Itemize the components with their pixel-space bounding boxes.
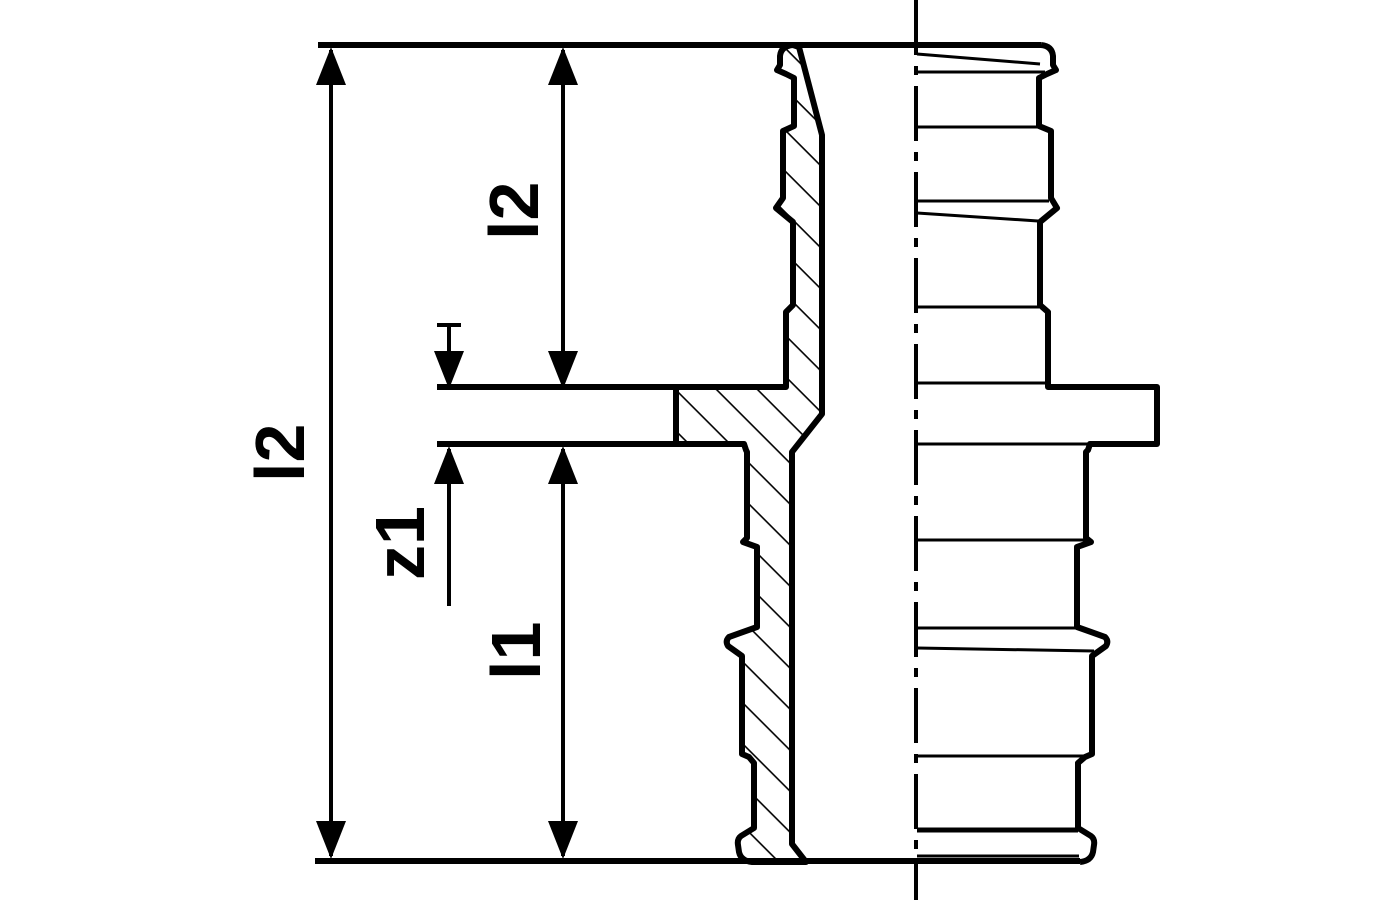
dimension-label-l2-upper: l2: [475, 182, 553, 240]
arrowhead-up: [316, 47, 346, 85]
section-wall-hatched: [673, 42, 825, 865]
arrowhead-up: [548, 446, 578, 484]
exterior-profile: [1036, 42, 1160, 865]
arrowhead-down: [548, 351, 578, 389]
arrowhead-up: [548, 47, 578, 85]
left-half-section: [673, 42, 825, 865]
dimension-label-z1: z1: [361, 506, 439, 580]
dimension-label-l2-overall: l2: [241, 424, 319, 482]
dimension-l2-upper: l2: [475, 47, 578, 389]
extension-lines: [315, 42, 1080, 864]
dimension-label-l1: l1: [477, 622, 555, 680]
arrowhead-down: [434, 351, 464, 389]
cone-edge-top: [916, 52, 1041, 66]
arrowhead-down: [548, 821, 578, 859]
arrowhead-down: [316, 821, 346, 859]
cone-edge-2: [916, 211, 1039, 223]
dimension-l1: l1: [477, 446, 578, 859]
right-half-exterior: [916, 42, 1160, 865]
dimension-z1: z1: [361, 323, 464, 606]
surface-detail-lines: [916, 52, 1095, 858]
cone-edge-3: [916, 646, 1095, 653]
dimension-l2-overall: l2: [241, 47, 346, 859]
